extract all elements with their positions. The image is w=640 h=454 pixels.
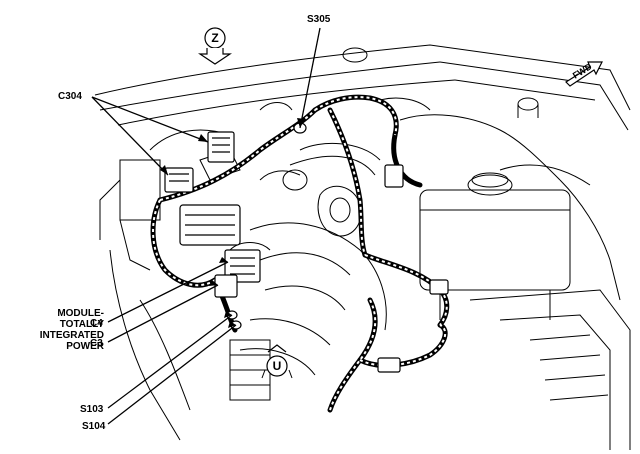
leader-s305: [299, 27, 321, 129]
forward-arrow-icon: [565, 61, 603, 87]
view-z-label: Z: [211, 31, 219, 45]
label-module-line4: POWER: [66, 341, 104, 352]
label-c4: C4: [90, 318, 103, 329]
connector-c3: [214, 274, 238, 298]
leader-c3: [107, 284, 219, 343]
connectors: [164, 122, 449, 373]
label-module-totally-integrated-power: MODULE- TOTALLY INTEGRATED POWER: [18, 308, 104, 352]
view-z-arrow-icon: [198, 27, 232, 65]
connector-c304-upper: [207, 131, 235, 163]
wire-harness-pattern: [152, 96, 448, 411]
label-s103: S103: [80, 404, 104, 415]
leader-s103: [107, 314, 233, 409]
label-module-line1: MODULE-: [57, 308, 104, 319]
connector-right: [429, 279, 449, 295]
leader-lines: [91, 27, 321, 425]
engine-bay-drawing: [94, 44, 631, 450]
leader-s104: [107, 324, 237, 425]
view-u-label: U: [272, 359, 282, 373]
label-module-line2: TOTALLY: [59, 319, 104, 330]
leader-c4: [107, 261, 229, 323]
label-module-line3: INTEGRATED: [39, 330, 104, 341]
inline-connector: [377, 357, 401, 373]
leader-c304-a: [91, 96, 209, 143]
connector-c304-lower: [164, 167, 194, 193]
leader-arrowheads: [160, 118, 305, 328]
leader-c304-b: [91, 96, 169, 176]
label-s104: S104: [82, 421, 106, 432]
label-s305: S305: [307, 14, 331, 25]
view-u-arrow-icon: [261, 344, 293, 379]
label-c304: C304: [58, 91, 82, 102]
label-c3: C3: [90, 338, 103, 349]
connector-center: [384, 164, 404, 188]
